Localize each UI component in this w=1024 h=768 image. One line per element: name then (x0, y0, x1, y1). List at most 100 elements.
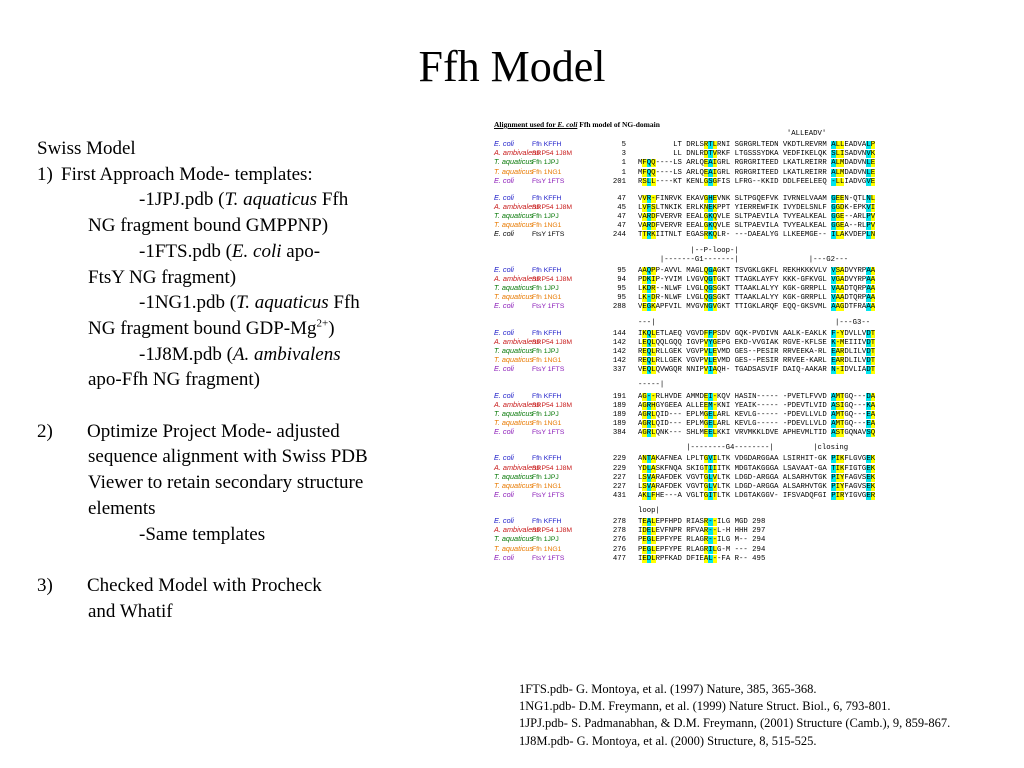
sequence: VEQLQVWGQR NNIPVIAQH- TGADSASVIF DAIQ-AA… (638, 366, 876, 375)
template-1j8m: -1J8M.pdb (A. ambivalens (139, 343, 341, 365)
protein-id: Ffh 1JPJ (532, 285, 559, 293)
organism-name: E. coli (494, 453, 514, 463)
residue-position: 278 (612, 527, 626, 536)
protein-id: Ffh KFFH (532, 518, 562, 526)
sequence: RSLL----KT KENLGSGFIS LFRG--KKID DDLFEEL… (638, 177, 876, 186)
residue-position: 95 (617, 285, 626, 294)
organism-name: A. ambivalens (494, 399, 540, 409)
sequence: MFQQ----LS ARLQEAIGRL RGRGRITEED LKATLRE… (638, 159, 876, 168)
structure-annotation: |-------G1-------| |---G2--- (638, 255, 849, 264)
sequence: PDKIP-YVIM LVGVQGTGKT TTAGKLAYFY KKK-GFK… (638, 275, 876, 284)
sequence: PEGLEPFYPE RLAGR--ILG M-- 294 (638, 536, 766, 545)
residue-position: 431 (612, 491, 626, 500)
organism-name: T. aquaticus (494, 157, 534, 167)
organism-name: A. ambivalens (494, 148, 540, 158)
structure-annotation: 'ALLEADV' (638, 130, 827, 138)
residue-position: 384 (612, 429, 626, 438)
protein-id: SRP54 1J8M (532, 275, 573, 283)
organism-name: T. aquaticus (494, 283, 534, 293)
sequence: LVFSLTNKIK ERLKNEKPPT YIERREWFIK IVYDELS… (638, 203, 876, 212)
organism-name: E. coli (494, 264, 514, 274)
protein-id: SRP54 1J8M (532, 401, 573, 409)
protein-id: FtsY 1FTS (532, 554, 565, 562)
sequence: VARDFVERVR EEALGKQVLE SLTPAEVILA TVYEALK… (638, 213, 876, 222)
protein-id: Ffh KFFH (532, 392, 562, 400)
protein-id: Ffh 1NG1 (532, 482, 562, 490)
template-1ng1: -1NG1.pdb (T. aquaticus Ffh (139, 292, 360, 314)
organism-name: E. coli (494, 327, 514, 337)
step-2-sub: -Same templates (139, 523, 266, 545)
organism-name: E. coli (494, 175, 514, 185)
residue-position: 227 (612, 473, 626, 482)
step-2: 2)Optimize Project Mode- adjusted (37, 420, 340, 442)
protein-id: Ffh 1NG1 (532, 419, 562, 427)
alignment-row: A. ambivalensSRP54 1J8M 94 PDKIP-YVIM LVGV… (494, 273, 1014, 284)
residue-position: 94 (617, 275, 626, 284)
section-heading: Swiss Model (37, 138, 136, 159)
step-3-line: and Whatif (88, 600, 173, 622)
organism-name: A. ambivalens (494, 273, 540, 283)
template-1j8m-cont: apo-Ffh NG fragment) (88, 369, 261, 391)
protein-id: Ffh KFFH (532, 329, 562, 337)
reference: 1FTS.pdb- G. Montoya, et al. (1997) Natu… (519, 682, 817, 696)
residue-position: 142 (612, 357, 626, 366)
sequence: LK-DR-NLWF LVGLQGSGKT TTAAKLALYY KGK-GRR… (638, 294, 876, 303)
protein-id: Ffh 1NG1 (532, 222, 562, 230)
sequence: MFQQ----LS ARLQEAIGRL RGRGRITEED LKATLRE… (638, 168, 876, 177)
template-1ng1-cont: NG fragment bound GDP-Mg2+) (88, 317, 335, 339)
organism-name: E. coli (494, 516, 514, 526)
sequence: AGRHGYGEEA ALLEEM-KNI YEAIK----- -PDEVTL… (638, 401, 876, 410)
sequence: TEALEPFHPD RIASR--ILG MGD 298 (638, 518, 766, 527)
sequence: LT DRLSRTLRNI SGRGRLTEDN VKDTLREVRM ALLE… (673, 141, 876, 150)
structure-annotation: loop| (638, 507, 660, 516)
sequence: AGRLQID--- EPLMGELARL KEVLG----- -PDEVLL… (638, 419, 876, 428)
residue-position: 244 (612, 231, 626, 240)
protein-id: FtsY 1FTS (532, 177, 565, 185)
reference: 1NG1.pdb- D.M. Freymann, et al. (1999) N… (519, 699, 891, 714)
organism-name: T. aquaticus (494, 345, 534, 355)
sequence: REQLRLLGEK VGVPVLEVMD GES--PESIR RRVEEKA… (638, 347, 876, 356)
organism-name: E. coli (494, 364, 514, 374)
sequence-alignment: Alignment used for E. coli Ffh model of … (494, 120, 1014, 570)
protein-id: Ffh 1JPJ (532, 347, 559, 355)
residue-position: 47 (617, 222, 626, 231)
reference: 1J8M.pdb- G. Montoya, et al. (2000) Stru… (519, 733, 817, 748)
organism-name: E. coli (494, 489, 514, 499)
step-2-line: sequence alignment with Swiss PDB (88, 446, 368, 468)
sequence: VEGKAPFVIL MVGVNGVGKT TTIGKLARQF EQQ-GKS… (638, 303, 876, 312)
residue-position: 47 (617, 194, 626, 203)
structure-annotation: ---| |---G3-- (638, 318, 871, 327)
protein-id: SRP54 1J8M (532, 150, 573, 158)
organism-name: E. coli (494, 427, 514, 437)
sequence: IEDLRPFKAD DFIEAL--FA R-- 495 (638, 554, 766, 563)
residue-position: 5 (621, 141, 626, 150)
protein-id: Ffh 1JPJ (532, 473, 559, 481)
sequence: AG--RLHVDE AMMDEI-KQV HASIN----- -PVETLF… (638, 392, 876, 401)
protein-id: Ffh 1JPJ (532, 213, 559, 221)
